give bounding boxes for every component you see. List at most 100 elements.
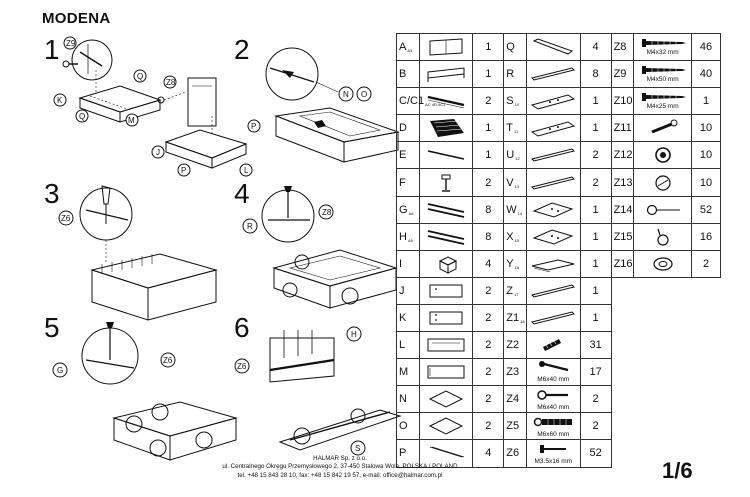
part-quantity: 1	[579, 249, 612, 278]
step-number: 1	[44, 34, 60, 65]
part-label: O	[396, 412, 420, 441]
part-label: T11	[503, 114, 527, 143]
part-quantity: 1	[579, 276, 612, 305]
part-quantity: 2	[579, 168, 612, 197]
bolt-icon	[527, 360, 580, 376]
round-washer-icon	[634, 254, 691, 274]
part-quantity: 2	[472, 276, 505, 305]
cube-block-icon	[420, 253, 473, 275]
part-quantity: 2	[472, 87, 505, 116]
callout-l: L	[244, 166, 249, 175]
part-dimension: M4x32 mm	[646, 49, 679, 57]
part-quantity: 2	[472, 331, 505, 360]
callout-h: H	[351, 330, 357, 339]
part-label: Z14	[610, 195, 635, 224]
part-label: V13	[503, 168, 527, 197]
connector-pin-icon	[634, 118, 691, 138]
part-label: J	[396, 276, 420, 305]
company-footer: HALMAR Sp. z o.o. ul. Centralnego Okręgu…	[200, 455, 480, 480]
drawer-back-icon	[420, 335, 473, 355]
callout-q: Q	[79, 112, 85, 121]
part-quantity: 52	[691, 195, 721, 224]
part-quantity: 1	[472, 32, 505, 62]
part-quantity: 2	[579, 141, 612, 170]
company-contact: tel. +48 15 843 28 10, fax: +48 15 842 1…	[237, 471, 443, 479]
footboard-panel-icon	[420, 64, 473, 84]
bracket-plate-icon	[527, 91, 580, 111]
slat-pair-icon	[420, 200, 473, 220]
part-quantity: 4	[472, 439, 505, 468]
part-label: Z9	[610, 60, 635, 89]
step-4: 4 Z8 R	[230, 178, 407, 318]
part-label: D	[396, 114, 420, 143]
part-label: I	[396, 249, 420, 278]
wood-screw-icon	[634, 37, 691, 49]
slat-pair-icon	[420, 227, 473, 247]
part-label: Z2	[503, 331, 527, 360]
wood-screw-icon	[634, 91, 691, 103]
step-number: 4	[234, 178, 250, 209]
part-label: Z3	[503, 358, 527, 387]
part-dimension: M6x40 mm	[537, 403, 570, 411]
part-label: L	[396, 331, 420, 360]
callout-r: R	[247, 222, 253, 231]
part-quantity: 2	[691, 249, 721, 278]
callout-k: K	[57, 96, 63, 105]
step-number: 5	[44, 312, 60, 343]
callout-g: G	[57, 366, 63, 375]
part-quantity: 2	[472, 412, 505, 441]
step-number: 6	[234, 312, 250, 343]
part-label: Z12	[610, 141, 635, 170]
long-bolt-icon	[527, 415, 580, 431]
flat-rail-icon	[527, 281, 580, 301]
part-dimension: M4x25 mm	[646, 103, 679, 111]
part-quantity: 4	[579, 32, 612, 62]
callout-z6: Z6	[237, 362, 247, 371]
part-label: GA6	[396, 195, 420, 224]
step-6: 6 H Z6 S	[230, 312, 407, 462]
callout-p: P	[181, 166, 186, 175]
part-label: Z118	[503, 303, 527, 333]
part-quantity: 2	[579, 412, 612, 441]
part-label: R	[503, 60, 527, 89]
drawer-front-icon	[420, 281, 473, 301]
part-label: E	[396, 141, 420, 170]
company-address: ul. Centralnego Okręgu Przemysłowego 2, …	[222, 463, 458, 471]
angled-board-icon	[527, 37, 580, 57]
drawer-side-icon	[420, 308, 473, 328]
callout-o: O	[361, 90, 367, 99]
part-quantity: 10	[691, 141, 721, 170]
part-quantity: 1	[579, 114, 612, 143]
thin-strip-icon	[420, 443, 473, 463]
part-label: Z11	[610, 114, 635, 143]
part-quantity: 1	[472, 141, 505, 170]
part-label: Z17	[503, 276, 527, 305]
part-label: Z5	[503, 412, 527, 441]
part-label: N	[396, 385, 420, 414]
part-label: Z13	[610, 168, 635, 197]
flat-rail-icon	[527, 64, 580, 84]
part-quantity: 2	[472, 358, 505, 387]
part-label: C/C1AC 4R-9C1	[396, 87, 446, 116]
step-2-diagram: N O	[265, 47, 400, 163]
part-quantity: 17	[579, 358, 612, 387]
part-label: S10	[503, 87, 527, 116]
callout-j: J	[156, 148, 160, 157]
flat-rail-icon	[527, 308, 580, 328]
part-quantity: 16	[691, 222, 721, 251]
callout-z6: Z6	[163, 356, 173, 365]
part-quantity: 2	[472, 385, 505, 414]
side-rail-icon	[420, 91, 473, 111]
page-number: 1/6	[662, 458, 693, 483]
drawer-panel-icon	[420, 362, 473, 382]
part-label: Z16	[610, 249, 635, 278]
part-dimension: M4x50 mm	[646, 76, 679, 84]
step-2: 2 N O	[230, 30, 407, 180]
step-4-diagram: Z8 R	[242, 186, 398, 309]
